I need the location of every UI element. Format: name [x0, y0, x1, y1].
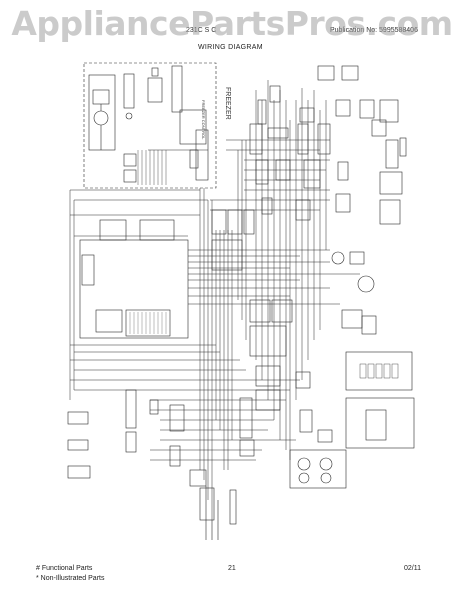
left-connector-module [67, 439, 89, 451]
freezer-connector [123, 153, 137, 167]
publication-number: Publication No: 5995588406 [330, 27, 418, 34]
center-connector [211, 209, 227, 235]
left-connector-module [67, 465, 91, 479]
right-module-upper [345, 351, 413, 391]
main-control-board [79, 239, 189, 339]
center-terminal-block [249, 325, 287, 357]
page-number: 21 [228, 565, 236, 572]
center-connector [255, 389, 281, 411]
center-terminal-block [211, 239, 243, 271]
board-connector-bottom-right [125, 309, 171, 337]
top-right-component [317, 65, 335, 81]
bottom-connector [199, 487, 215, 521]
board-connector-top-left [99, 219, 127, 241]
freezer-control-label: FREEZER CONTROL [201, 100, 206, 140]
relay-component [249, 123, 263, 155]
center-connector [227, 209, 243, 235]
freezer-fan-motor [93, 110, 109, 126]
non-illustrated-parts-note: * Non-Illustrated Parts [36, 575, 105, 582]
center-connector [255, 365, 281, 387]
left-connector-module [67, 411, 89, 425]
freezer-compartment-box [83, 62, 217, 189]
model-number: 231C S C [186, 27, 217, 34]
board-connector-top-right [139, 219, 175, 241]
board-connector-left [81, 254, 95, 286]
bottom-connector [189, 469, 207, 487]
left-connector-strip [125, 389, 137, 429]
freezer-label: FREEZER [224, 87, 231, 120]
functional-parts-note: # Functional Parts [36, 565, 93, 572]
revision-date: 02/11 [404, 565, 421, 572]
right-component [379, 171, 403, 195]
freezer-connector [123, 169, 137, 183]
center-connector [249, 299, 271, 323]
page-title: WIRING DIAGRAM [198, 44, 263, 51]
center-connector [243, 209, 255, 235]
right-component [379, 199, 401, 225]
board-connector-bottom-left [95, 309, 123, 333]
thermistor-panel [289, 449, 347, 489]
freezer-fan-assembly [88, 74, 116, 151]
right-module-lower [345, 397, 415, 449]
right-motor-symbol [357, 275, 375, 293]
center-connector [271, 299, 293, 323]
top-right-component [341, 65, 359, 81]
